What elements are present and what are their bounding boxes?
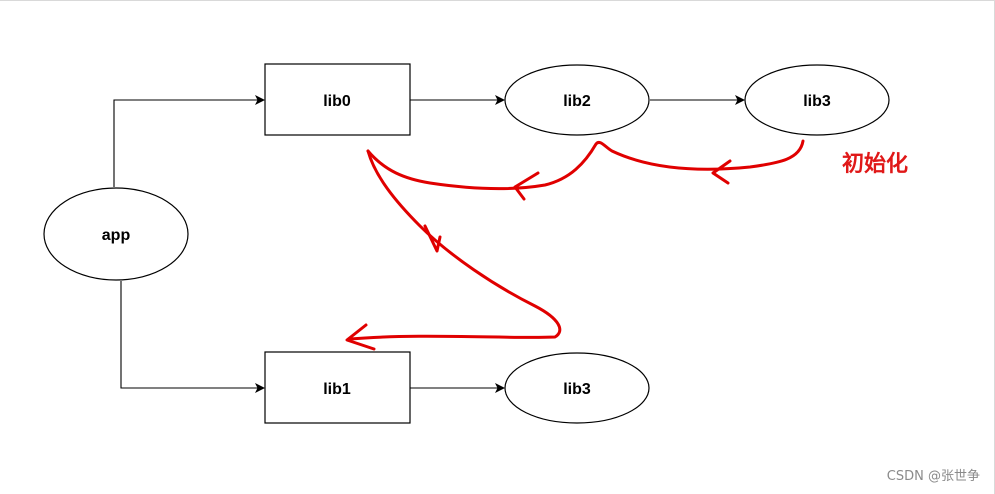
init-order-annotation: 初始化: [345, 139, 908, 351]
init-arrowhead-right: [711, 159, 732, 185]
node-lib2-label: lib2: [563, 93, 591, 110]
init-arrowhead-down: [423, 224, 442, 253]
node-lib0-label: lib0: [323, 93, 351, 110]
init-stroke-lib0-to-lib1: [348, 149, 562, 341]
node-lib3-bottom: lib3: [504, 352, 650, 424]
init-arrowhead-middle: [513, 171, 540, 201]
node-lib2: lib2: [504, 64, 650, 136]
watermark: CSDN @张世争: [886, 469, 980, 484]
node-app: app: [43, 187, 189, 281]
node-lib0: lib0: [264, 63, 411, 136]
init-arrowhead-lib1: [345, 323, 376, 351]
edge-app-lib1: [120, 281, 265, 393]
node-app-label: app: [102, 227, 131, 244]
node-lib3-bottom-label: lib3: [563, 381, 591, 398]
node-lib1: lib1: [264, 351, 411, 424]
edge-app-lib0: [113, 95, 265, 187]
init-label: 初始化: [842, 151, 908, 177]
init-stroke-lib3-to-lib2: [366, 139, 805, 191]
node-lib1-label: lib1: [323, 381, 351, 398]
node-lib3-top: lib3: [744, 64, 890, 136]
node-lib3-top-label: lib3: [803, 93, 831, 110]
